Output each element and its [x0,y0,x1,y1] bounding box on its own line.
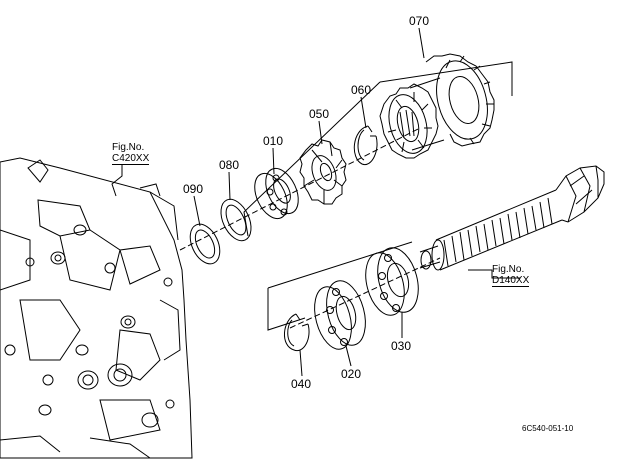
part-label-040: 040 [291,377,312,391]
spur-gear-050 [299,139,347,205]
shaft-fig-number: D140XX [492,275,530,287]
transmission-housing [0,157,193,459]
leader-lines [111,27,520,377]
snap-ring-060 [353,125,378,166]
ball-bearing-020 [314,280,366,350]
housing-figure-reference[interactable]: Fig.No. C420XX [112,142,150,165]
part-label-030: 030 [391,339,412,353]
shim-080 [220,198,252,242]
housing-fig-label: Fig.No. [112,142,145,153]
part-label-020: 020 [341,367,362,381]
ball-bearing-030 [365,247,419,316]
shaft-fig-label: Fig.No. [492,264,525,275]
part-label-060: 060 [351,83,372,97]
snap-ring-040 [284,313,310,352]
upper-subassembly-outline [243,61,513,237]
part-label-050: 050 [309,107,330,121]
drawing-code: 6C540-051-10 [522,424,574,433]
shim-090 [189,223,221,265]
double-gear-070 [379,53,495,159]
splined-pinion-shaft [419,165,605,271]
shaft-figure-reference[interactable]: Fig.No. D140XX [492,264,530,287]
part-label-070: 070 [409,14,430,28]
part-label-010: 010 [263,134,284,148]
part-label-090: 090 [183,182,204,196]
upper-centre-line [179,127,421,251]
housing-fig-number: C420XX [112,153,150,165]
ball-bearing-010 [254,167,299,220]
lower-shaft-outline [267,241,413,331]
part-label-080: 080 [219,158,240,172]
